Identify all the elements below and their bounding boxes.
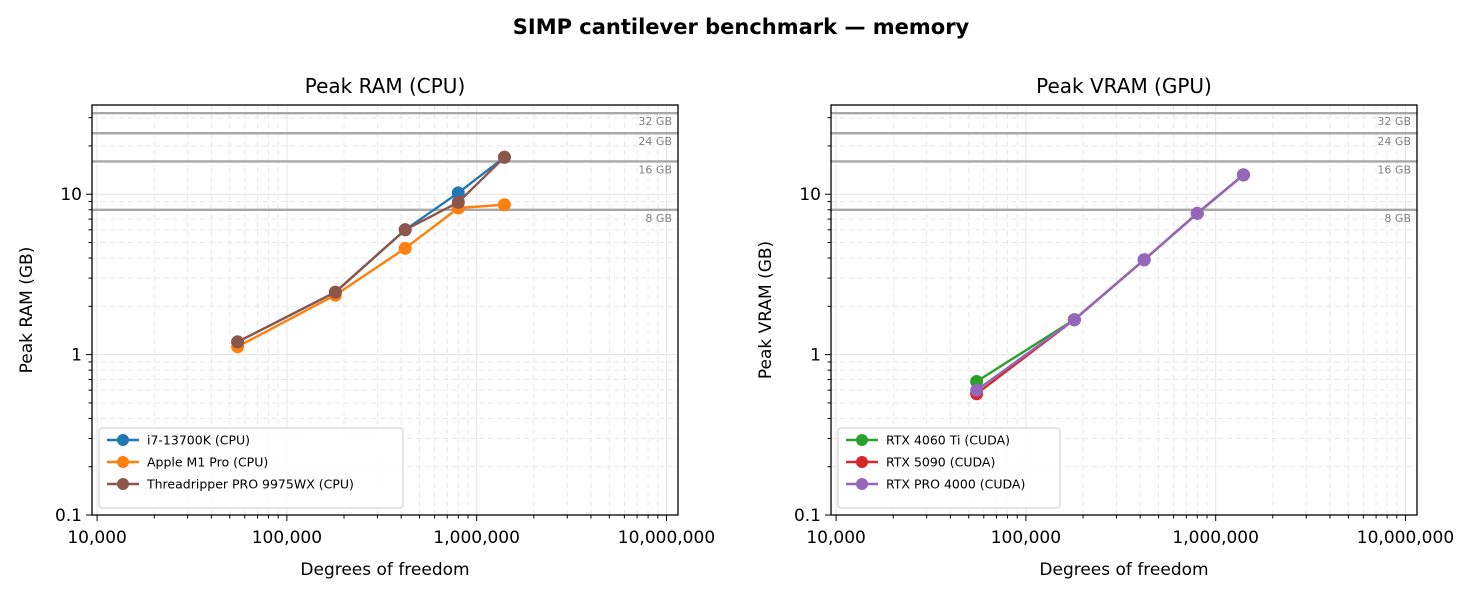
axes-frame xyxy=(91,104,679,516)
memory-limit-label: 8 GB xyxy=(645,212,672,225)
y-axis-label: Peak RAM (GB) xyxy=(17,247,37,374)
figure-suptitle: SIMP cantilever benchmark — memory xyxy=(513,15,970,39)
data-point xyxy=(497,150,511,164)
x-tick-label: 100,000 xyxy=(252,528,322,548)
memory-limit-label: 32 GB xyxy=(1377,115,1411,128)
legend-box xyxy=(837,427,1061,509)
x-tick-label: 10,000 xyxy=(67,528,126,548)
legend-label: Threadripper PRO 9975WX (CPU) xyxy=(146,477,354,492)
y-axis-label: Peak VRAM (GB) xyxy=(756,241,776,379)
data-point xyxy=(1137,253,1151,267)
data-point xyxy=(1067,313,1081,327)
data-point xyxy=(1190,206,1204,220)
x-axis-label: Degrees of freedom xyxy=(1039,560,1208,580)
x-axis-label: Degrees of freedom xyxy=(300,560,469,580)
chart-title: Peak RAM (CPU) xyxy=(305,74,466,98)
legend-marker xyxy=(856,456,868,468)
y-tick-label: 0.1 xyxy=(794,506,821,526)
data-point xyxy=(497,198,511,212)
chart-title: Peak VRAM (GPU) xyxy=(1036,74,1212,98)
x-tick-label: 10,000,000 xyxy=(618,528,715,548)
legend-label: RTX 5090 (CUDA) xyxy=(886,455,995,470)
memory-limit-label: 16 GB xyxy=(1377,163,1411,176)
memory-limit-label: 8 GB xyxy=(1384,212,1411,225)
legend-label: RTX PRO 4000 (CUDA) xyxy=(886,477,1025,492)
legend: RTX 4060 Ti (CUDA) RTX 5090 (CUDA) RTX PRO… xyxy=(837,427,1061,509)
legend-box xyxy=(98,427,404,509)
data-point xyxy=(970,383,984,397)
data-point xyxy=(328,285,342,299)
series-2 xyxy=(970,168,1250,397)
y-tick-label: 1 xyxy=(71,346,82,366)
legend-label: i7-13700K (CPU) xyxy=(147,433,250,448)
data-point xyxy=(398,223,412,237)
data-point xyxy=(1236,168,1250,182)
data-point xyxy=(451,186,465,200)
vram-chart-panel: 32 GB 24 GB 16 GB 8 GB 10,000 100,000 1,000,00… xyxy=(756,74,1454,580)
legend: i7-13700K (CPU) Apple M1 Pro (CPU) Threadr… xyxy=(98,427,404,509)
legend-marker xyxy=(117,456,129,468)
legend-marker xyxy=(117,478,129,490)
y-tick-label: 10 xyxy=(799,185,821,205)
y-tick-label: 10 xyxy=(60,185,82,205)
axes-frame xyxy=(830,104,1418,516)
legend-marker xyxy=(856,478,868,490)
memory-limit-label: 32 GB xyxy=(638,115,672,128)
memory-limit-label: 24 GB xyxy=(638,135,672,148)
data-point xyxy=(451,195,465,209)
data-point xyxy=(231,335,245,349)
memory-limit-label: 16 GB xyxy=(638,163,672,176)
series-2 xyxy=(231,150,511,349)
ram-chart-panel: 32 GB 24 GB 16 GB 8 GB 10,000 100,000 1,000,00… xyxy=(17,74,715,580)
y-tick-label: 1 xyxy=(810,346,821,366)
data-point xyxy=(398,241,412,255)
x-tick-label: 1,000,000 xyxy=(433,528,520,548)
legend-label: Apple M1 Pro (CPU) xyxy=(147,455,268,470)
x-tick-label: 100,000 xyxy=(991,528,1061,548)
legend-marker xyxy=(117,434,129,446)
legend-label: RTX 4060 Ti (CUDA) xyxy=(886,433,1010,448)
y-tick-label: 0.1 xyxy=(55,506,82,526)
x-tick-label: 10,000 xyxy=(806,528,865,548)
memory-limit-label: 24 GB xyxy=(1377,135,1411,148)
legend-marker xyxy=(856,434,868,446)
x-tick-label: 10,000,000 xyxy=(1357,528,1454,548)
x-tick-label: 1,000,000 xyxy=(1172,528,1259,548)
